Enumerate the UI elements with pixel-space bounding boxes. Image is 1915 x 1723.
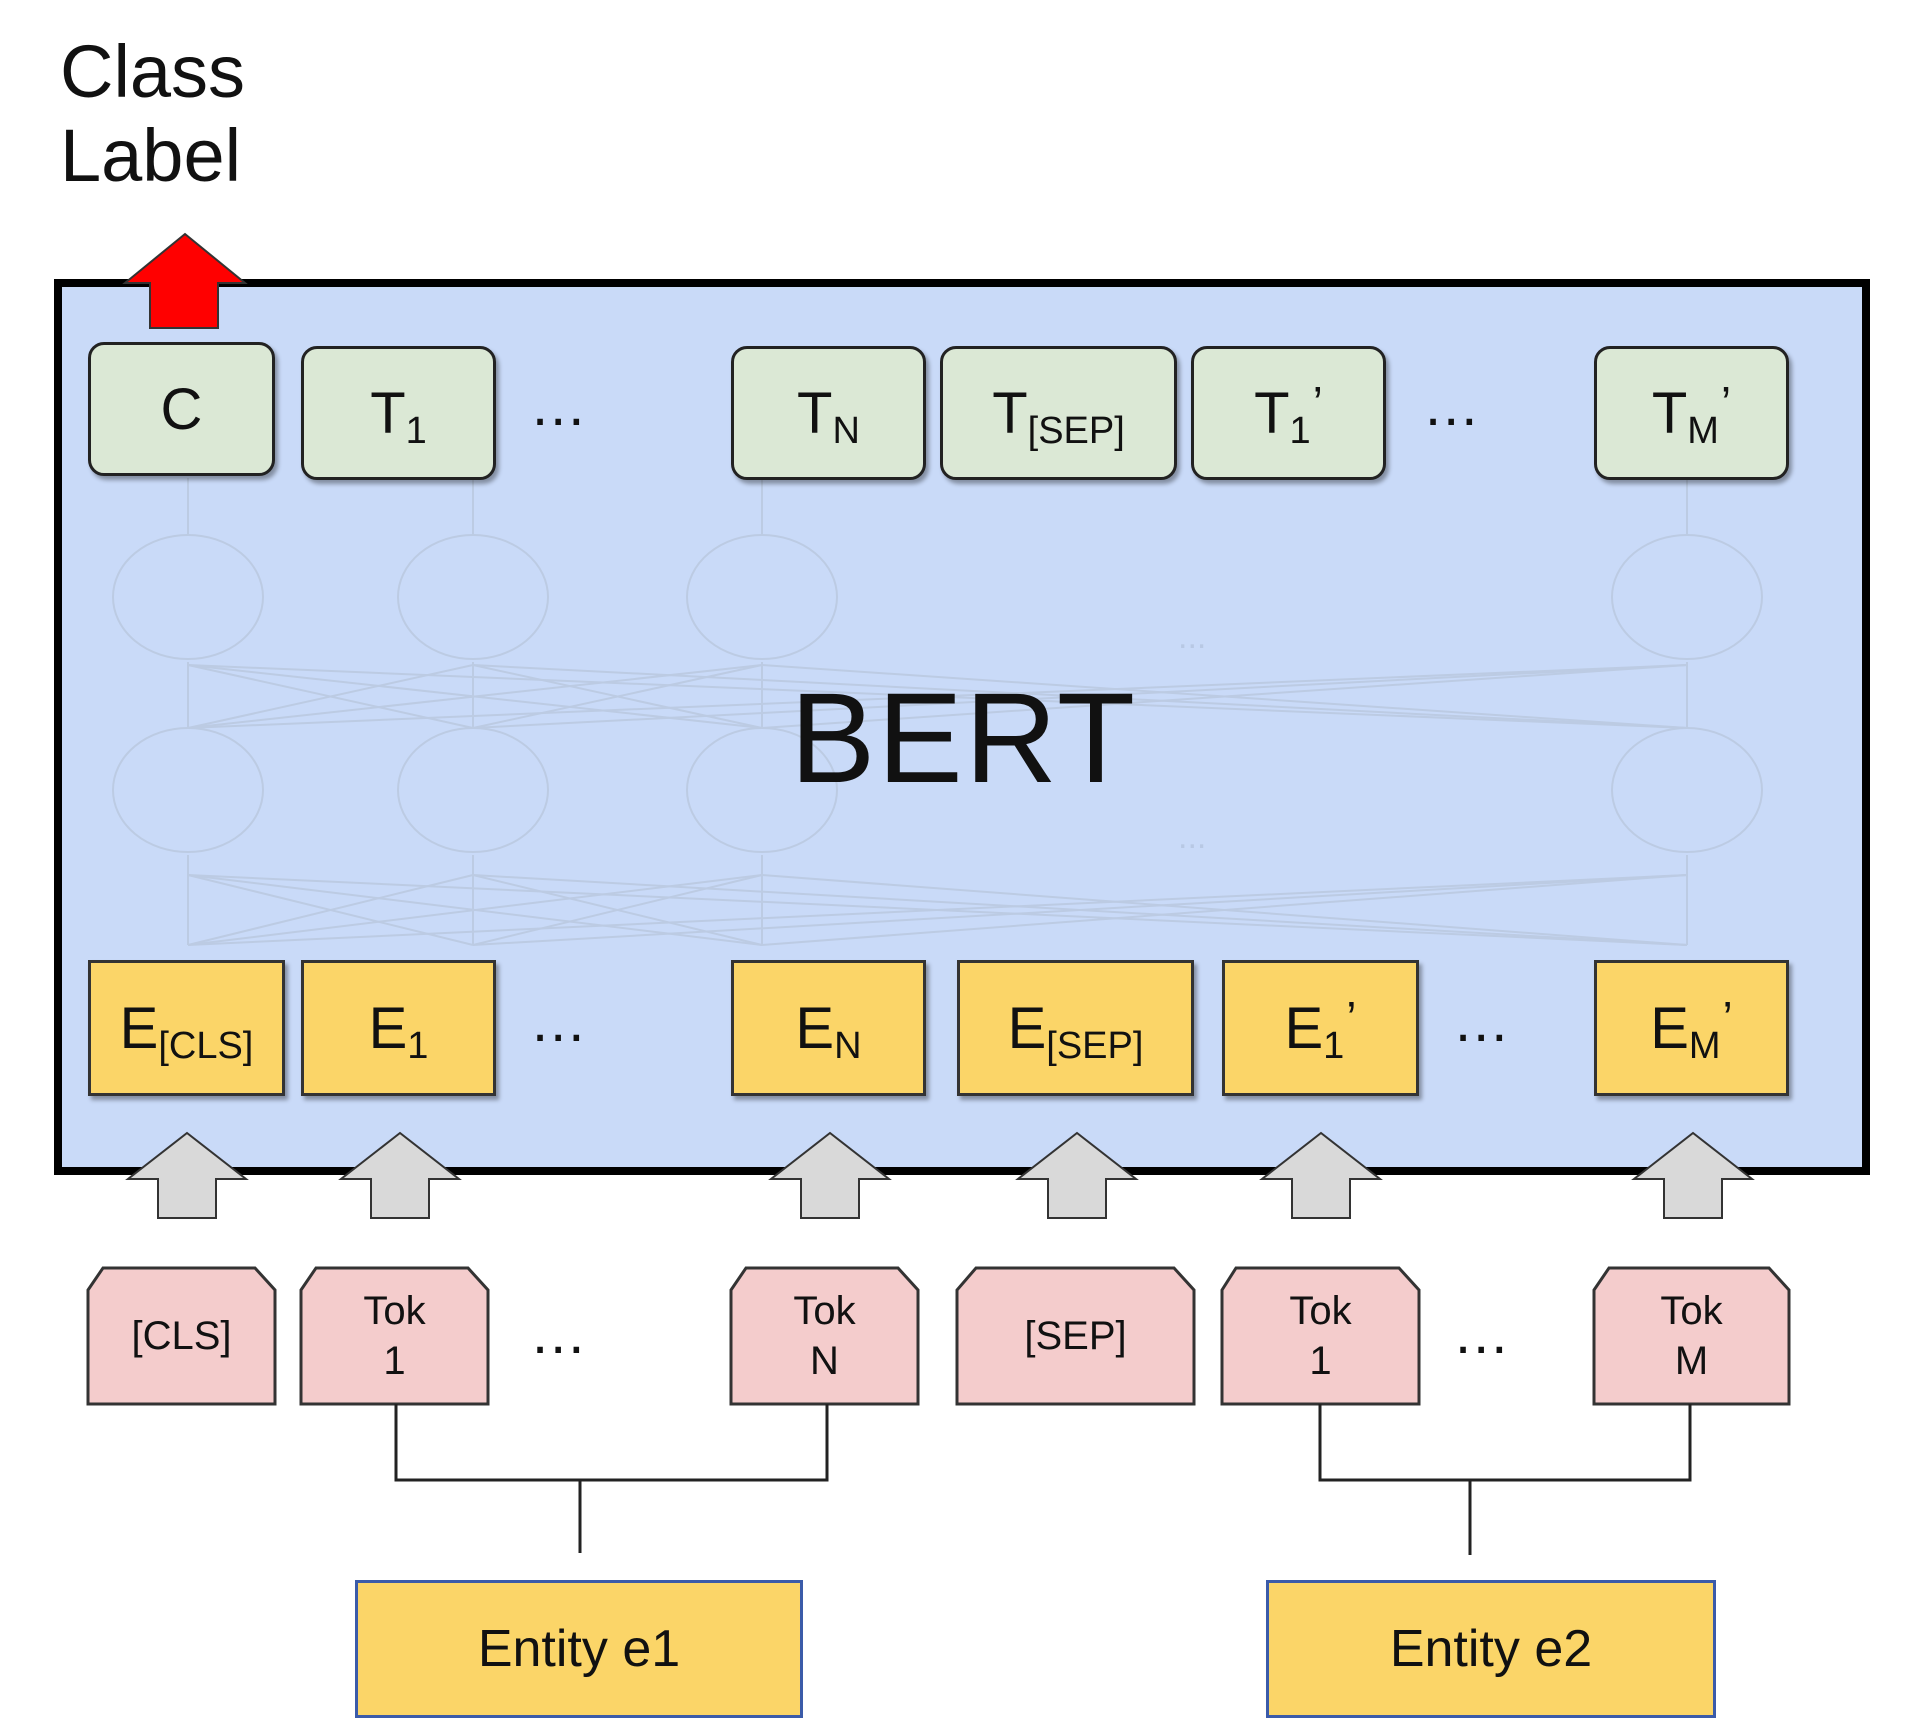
entity-e2-label: Entity e2 xyxy=(1389,1620,1593,1678)
token-line-2: N xyxy=(810,1339,839,1383)
embedding-ellipsis-1: ... xyxy=(532,989,587,1054)
token-label-tok1: Tok 1 xyxy=(301,1286,488,1386)
embedding-box-esep: E[SEP] xyxy=(957,960,1194,1096)
class-label-line-2: Label xyxy=(60,114,242,197)
class-label: Class Label xyxy=(60,30,245,198)
output-symbol: C xyxy=(160,376,203,442)
token-line-1: Tok xyxy=(1289,1289,1352,1333)
output-subscript: 1 xyxy=(405,409,427,452)
embedding-prime: ’ xyxy=(1346,992,1357,1044)
embedding-symbol: E xyxy=(368,995,408,1061)
output-prime: ’ xyxy=(1720,377,1732,429)
output-subscript: M xyxy=(1687,409,1719,452)
input-arrow xyxy=(768,1131,892,1219)
output-box-c: C xyxy=(88,342,275,476)
token-ellipsis-1: ... xyxy=(532,1301,587,1366)
token-line-1: Tok xyxy=(363,1289,426,1333)
input-arrow xyxy=(1631,1131,1755,1219)
output-subscript: N xyxy=(832,409,860,452)
embedding-symbol: E xyxy=(795,995,835,1061)
token-label-tokm: Tok M xyxy=(1594,1286,1789,1386)
token-label-tokn: Tok N xyxy=(731,1286,918,1386)
entity-e1-label: Entity e1 xyxy=(477,1620,681,1678)
token-line-2: M xyxy=(1674,1339,1709,1383)
class-label-arrow xyxy=(122,232,248,329)
embedding-symbol: E xyxy=(119,995,159,1061)
token-shape xyxy=(299,1266,490,1406)
output-subscript: 1 xyxy=(1289,409,1311,452)
embedding-subscript: [SEP] xyxy=(1046,1024,1144,1067)
token-shape xyxy=(86,1266,277,1406)
input-arrow xyxy=(125,1131,249,1219)
embedding-subscript: 1 xyxy=(407,1024,429,1067)
embedding-symbol: E xyxy=(1284,995,1324,1061)
embedding-subscript: 1 xyxy=(1323,1024,1345,1067)
token-line-1: [CLS] xyxy=(131,1314,232,1358)
embedding-subscript: N xyxy=(834,1024,862,1067)
embedding-ellipsis-2: ... xyxy=(1455,989,1510,1054)
output-ellipsis-1: ... xyxy=(532,373,587,438)
token-line-1: [SEP] xyxy=(1024,1314,1127,1358)
class-label-line-1: Class xyxy=(60,30,246,113)
token-line-1: Tok xyxy=(1660,1289,1723,1333)
embedding-prime: ’ xyxy=(1722,992,1733,1044)
embedding-symbol: E xyxy=(1007,995,1047,1061)
output-ellipsis-2: ... xyxy=(1425,373,1480,438)
token-ellipsis-2: ... xyxy=(1455,1301,1510,1366)
hidden-ellipsis: ... ... xyxy=(1178,618,1206,856)
embedding-symbol: E xyxy=(1650,995,1689,1061)
output-symbol: T xyxy=(992,380,1028,446)
input-arrows xyxy=(125,1131,1755,1219)
embedding-box-cls: E[CLS] xyxy=(88,960,285,1096)
token-label-tok1-prime: Tok 1 xyxy=(1222,1286,1419,1386)
token-shape xyxy=(729,1266,920,1406)
token-line-2: 1 xyxy=(383,1339,406,1383)
hidden-network xyxy=(112,478,1763,946)
token-shape xyxy=(955,1266,1196,1406)
token-shape xyxy=(1592,1266,1791,1406)
svg-text:...: ... xyxy=(1178,618,1206,656)
embedding-subscript: M xyxy=(1688,1024,1721,1067)
entity-e1-bracket xyxy=(394,1404,829,1482)
svg-text:...: ... xyxy=(1178,818,1206,856)
entity-e2-box: Entity e2 xyxy=(1266,1580,1716,1718)
output-symbol: T xyxy=(370,380,406,446)
entity-connectors xyxy=(394,1404,1692,1555)
output-symbol: T xyxy=(797,380,833,446)
token-shape xyxy=(1220,1266,1421,1406)
bert-label: BERT xyxy=(790,667,1138,810)
embedding-subscript: [CLS] xyxy=(158,1024,254,1067)
entity-e1-box: Entity e1 xyxy=(355,1580,803,1718)
input-arrow xyxy=(1015,1131,1139,1219)
input-arrow xyxy=(338,1131,462,1219)
token-shapes xyxy=(86,1266,1791,1406)
token-label-sep: [SEP] xyxy=(957,1311,1194,1361)
entity-e2-bracket xyxy=(1318,1404,1692,1482)
token-label-cls: [CLS] xyxy=(88,1311,275,1361)
output-box-tsep: T[SEP] xyxy=(940,346,1177,480)
output-symbol: T xyxy=(1254,380,1290,446)
output-subscript: [SEP] xyxy=(1027,409,1125,452)
output-symbol: T xyxy=(1651,380,1688,446)
token-line-1: Tok xyxy=(793,1289,856,1333)
token-line-2: 1 xyxy=(1309,1339,1332,1383)
input-arrow xyxy=(1259,1131,1383,1219)
output-prime: ’ xyxy=(1312,377,1323,429)
